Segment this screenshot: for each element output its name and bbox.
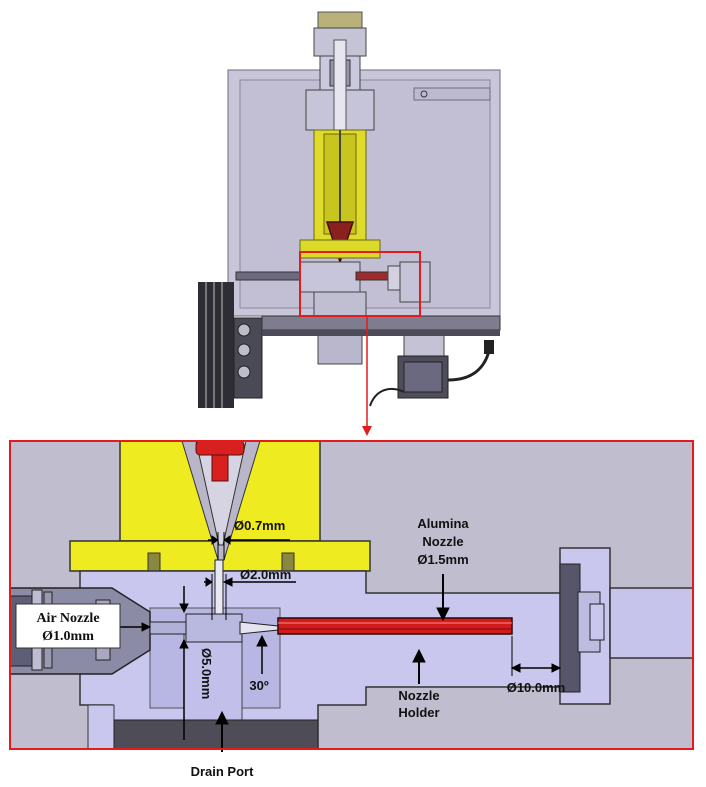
alumina-label-line2: Nozzle xyxy=(422,534,463,549)
nozzle-holder-label-line2: Holder xyxy=(398,705,439,720)
dim-10-0-label: Ø10.0mm xyxy=(507,680,566,695)
detail-frame xyxy=(9,440,694,750)
alumina-label-line1: Alumina xyxy=(417,516,469,531)
bottom-rail xyxy=(261,315,501,331)
air-nozzle-label-box xyxy=(15,603,121,649)
top-feed-cap xyxy=(317,11,363,29)
alumina-dia-label: Ø1.5mm xyxy=(417,552,468,567)
overview-cad-view xyxy=(198,11,501,436)
dim-0-7-label: Ø0.7mm xyxy=(234,518,285,533)
air-nozzle-dia-label: Ø1.0mm xyxy=(42,629,94,644)
angle-label: 30º xyxy=(249,678,268,693)
dim-5-0-label: Ø5.0mm xyxy=(199,648,214,699)
detail-cad-view xyxy=(9,440,694,752)
drain-port-label: Drain Port xyxy=(191,764,255,779)
nozzle-holder-label-line1: Nozzle xyxy=(398,688,439,703)
air-nozzle-label: Air Nozzle xyxy=(36,611,99,626)
dim-2-0-label: Ø2.0mm xyxy=(240,567,291,582)
dimension-annotations xyxy=(120,532,562,752)
enclosure-slot xyxy=(413,87,491,101)
alumina-nozzle-tube xyxy=(277,617,513,635)
highlight-box xyxy=(299,251,421,317)
left-frame-rails xyxy=(198,282,234,408)
